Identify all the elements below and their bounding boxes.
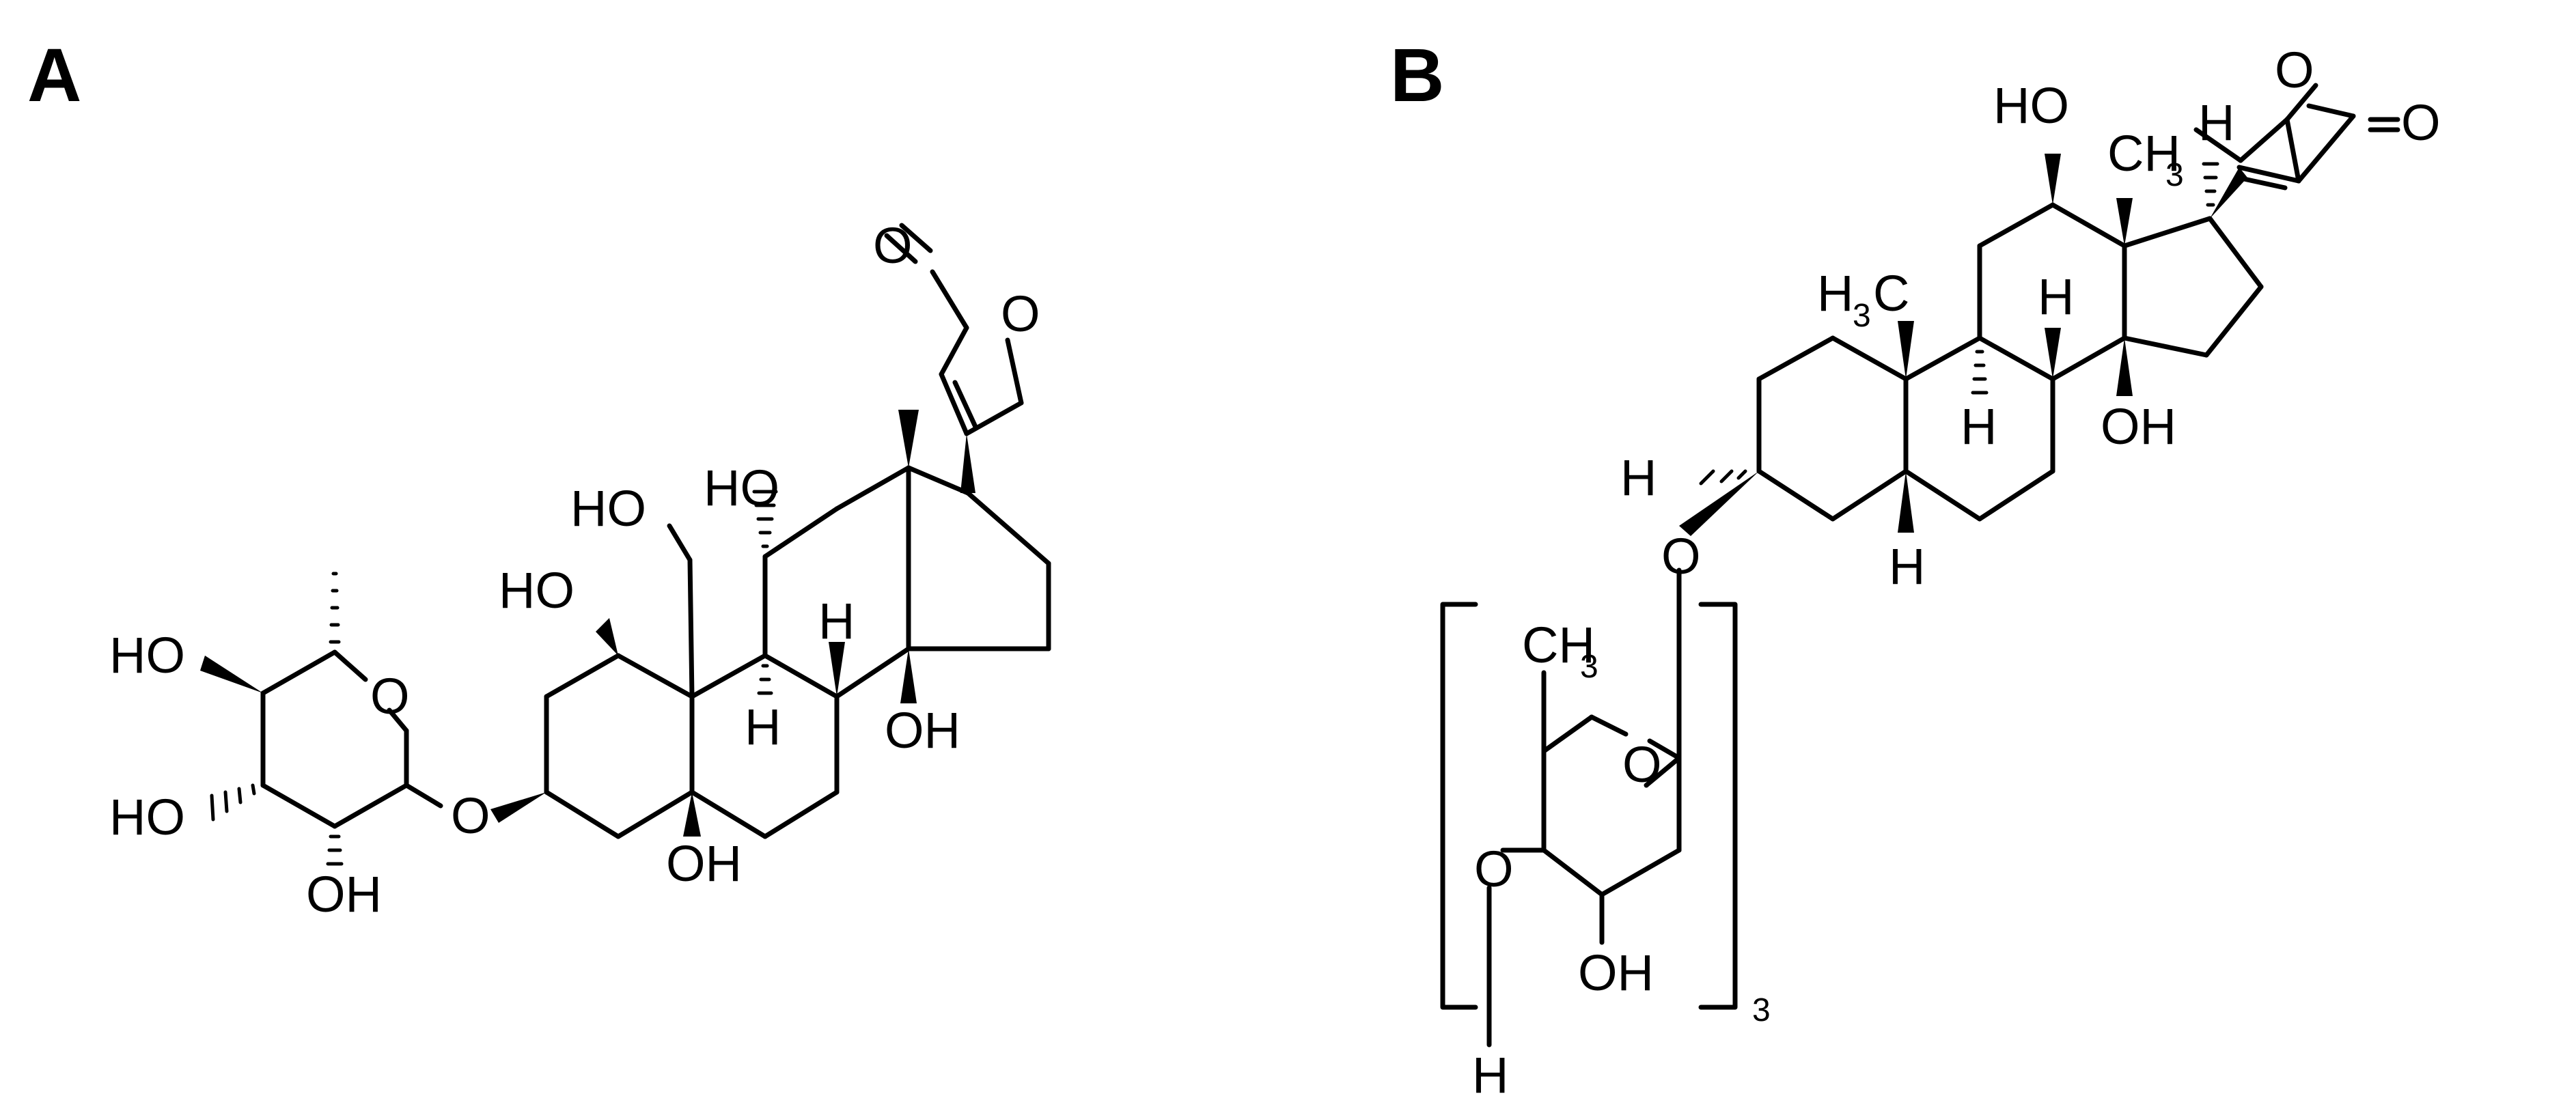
panel-a-ho-c1: HO xyxy=(499,562,574,619)
panel-a-c19-bond xyxy=(687,557,695,699)
panel-a-d-ring xyxy=(906,465,1051,651)
panel-a-c3-wedge xyxy=(490,792,546,823)
panel-b-c17-wedge xyxy=(2210,167,2247,219)
panel-a-a-ring xyxy=(544,653,695,839)
panel-a-labels: O O HO HO HO HO O O H H OH HO OH OH xyxy=(109,217,1040,923)
panel-a-sugar-o: O xyxy=(370,668,410,725)
panel-b-repeat-bracket xyxy=(1440,602,1738,1010)
panel-b-sugar-ring xyxy=(1541,714,1682,897)
panel-b-h-c5: H xyxy=(1889,538,1925,595)
panel-b-c5-wedge xyxy=(1898,471,1914,533)
panel-b-c13-wedge xyxy=(2116,198,2133,246)
panel-a-c8-wedge xyxy=(829,642,845,697)
panel-b-c17-h-hash xyxy=(2202,162,2219,207)
panel-b-oh-c14: OH xyxy=(2101,398,2176,455)
panel-a-oh-c5: OH xyxy=(666,835,742,892)
panel-b-c3-hash xyxy=(1699,469,1747,486)
panel-b-c9-hash xyxy=(1971,350,1989,395)
panel-a-c9-hash xyxy=(757,664,773,695)
panel-a-c-ring xyxy=(762,465,911,699)
panel-b-h3c-c: C xyxy=(1873,265,1909,322)
panel-a-h-c8: H xyxy=(818,593,855,649)
panel-a: A xyxy=(27,33,1051,923)
panel-b-letter: B xyxy=(1390,33,1444,117)
panel-a-lactone-o: O xyxy=(1001,285,1040,342)
panel-b: B xyxy=(1390,33,2441,1104)
panel-b-c3-o-wedge xyxy=(1679,471,1759,536)
panel-a-c1-wedge xyxy=(596,618,618,656)
panel-b-c10-wedge xyxy=(1898,321,1914,379)
panel-a-lactone-ring xyxy=(884,223,1024,436)
panel-b-h-c8: H xyxy=(2038,268,2074,325)
panel-b-repeat-count: 3 xyxy=(1752,992,1771,1028)
panel-b-oh-sugar: OH xyxy=(1578,944,1654,1001)
panel-b-c14-wedge xyxy=(2116,338,2133,396)
panel-b-ch3-c13-sub: 3 xyxy=(2165,157,2184,193)
panel-b-c8-wedge xyxy=(2045,328,2061,379)
panel-b-ch3-c13: CH xyxy=(2107,125,2180,182)
panel-a-sugar-oh-hash-mid xyxy=(210,783,256,822)
panel-b-sugar-ch3-sub: 3 xyxy=(1580,649,1598,685)
panel-a-c11-hash xyxy=(752,490,778,548)
panel-a-ho-sugar-top: HO xyxy=(109,627,185,684)
panel-b-lactone-ring xyxy=(2193,83,2400,191)
panel-a-ho-c11: HO xyxy=(704,460,779,516)
panel-b-lactone-o: O xyxy=(2275,42,2314,98)
panel-a-sugar-oh-hash-bottom xyxy=(326,834,344,866)
panel-b-sugar-link-o: O xyxy=(1474,841,1514,897)
panel-b-c-ring xyxy=(1977,202,2127,382)
panel-b-h3c-h: H xyxy=(1817,265,1853,322)
panel-b-ho-c12: HO xyxy=(1993,77,2069,134)
panel-b-b-ring xyxy=(1903,335,2055,522)
panel-a-sugar-oh-wedge xyxy=(200,656,263,693)
panel-b-a-ring xyxy=(1756,335,1909,522)
panel-b-h-c9: H xyxy=(1961,398,1997,455)
panel-b-labels: HO O O H CH 3 H 3 C H H OH H O H CH 3 O … xyxy=(1472,42,2441,1104)
panel-a-carbonyl-o: O xyxy=(873,217,913,274)
panel-a-glyco-o: O xyxy=(451,787,490,844)
panel-a-c5-wedge xyxy=(683,792,701,837)
panel-a-h-c9: H xyxy=(745,699,781,755)
panel-a-oh-c14: OH xyxy=(885,702,960,759)
panel-b-carbonyl-o: O xyxy=(2401,94,2441,151)
panel-b-h-c17: H xyxy=(2198,94,2234,151)
panel-a-b-ring xyxy=(689,653,840,839)
panel-a-oh-sugar-bottom: OH xyxy=(306,866,382,923)
panel-b-h3c-sub: 3 xyxy=(1853,298,1871,334)
panel-a-c17-wedge xyxy=(960,434,975,493)
panel-a-ho-sugar-mid: HO xyxy=(109,789,185,845)
panel-b-sugar-ch3: CH xyxy=(1522,617,1595,673)
panel-b-c12-wedge xyxy=(2045,154,2061,205)
panel-a-c14-wedge xyxy=(900,649,917,703)
panel-b-sugar-o: O xyxy=(1622,736,1662,793)
panel-b-h-c3: H xyxy=(1620,449,1657,506)
panel-a-letter: A xyxy=(27,33,81,117)
panel-a-ho-c19: HO xyxy=(570,480,646,537)
panel-a-sugar-ring xyxy=(260,649,443,829)
panel-a-sugar-methyl-hash xyxy=(329,572,341,644)
panel-b-d-ring xyxy=(2122,216,2264,358)
panel-a-c13-methyl-wedge xyxy=(898,410,919,468)
panel-b-glyco-o: O xyxy=(1661,528,1701,585)
panel-b-bottom-h: H xyxy=(1472,1047,1508,1104)
